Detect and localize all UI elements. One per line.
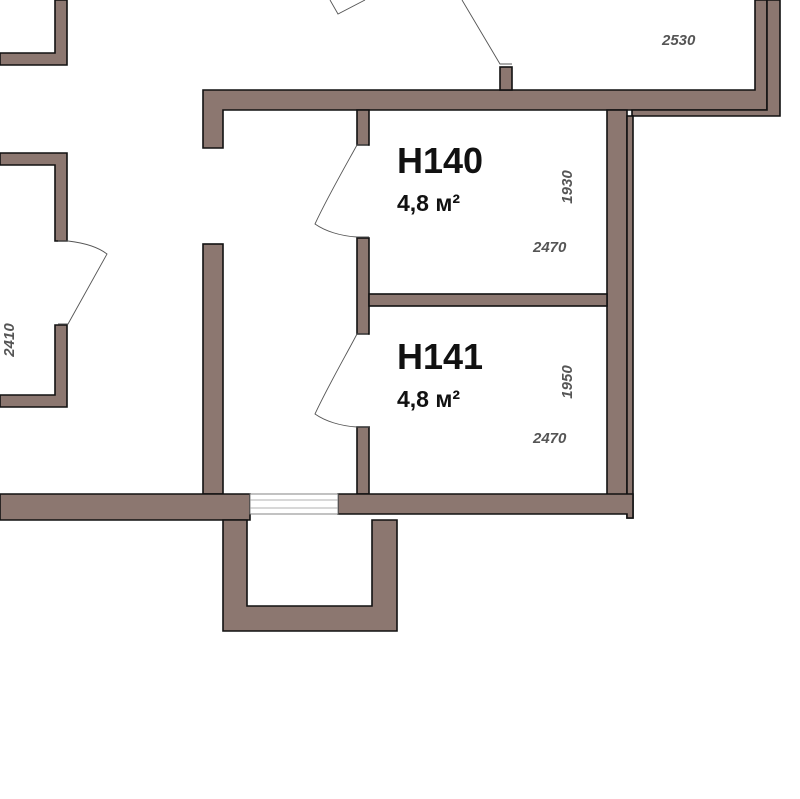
door-top-right-swing [461,0,512,65]
wall-top-corridor [202,0,768,149]
walls [0,0,781,632]
entrance-opening [249,493,339,515]
door-top-left-swing [329,0,366,15]
room-area: 4,8 м² [397,190,460,216]
wall-left-room-lower [0,324,68,408]
wall-bottom-left [0,493,251,521]
doors [58,0,512,515]
room-code: H141 [397,336,483,377]
dimension-horizontal: 2470 [532,430,567,447]
door-left-room [58,240,108,325]
dimension-vertical: 1950 [559,365,576,399]
dimension-horizontal: 2470 [532,239,567,256]
wall-bottom-right [337,493,634,519]
wall-stub-top [499,66,513,91]
dimension-vertical: 1930 [559,170,576,204]
door-h140 [314,144,369,238]
wall-corridor-left-lower [202,243,224,495]
dimension-left-room: 2410 [1,323,18,358]
wall-topleft-room [0,0,68,66]
room-h140: H140 4,8 м² 1930 2470 [397,140,576,256]
wall-right-outer [626,115,634,519]
wall-h140-h141-divider [368,293,608,307]
wall-h140-door-jamb-top [356,109,370,146]
wall-right-inner [606,109,628,514]
dimension-top-right: 2530 [661,32,696,49]
wall-vestibule [222,519,398,632]
wall-h141-door-jamb [356,426,370,495]
wall-h140-door-jamb-bottom [356,237,370,335]
room-area: 4,8 м² [397,386,460,412]
wall-left-room-upper [0,152,68,242]
door-h141 [314,333,369,428]
room-h141: H141 4,8 м² 1950 2470 [397,336,576,447]
room-code: H140 [397,140,483,181]
